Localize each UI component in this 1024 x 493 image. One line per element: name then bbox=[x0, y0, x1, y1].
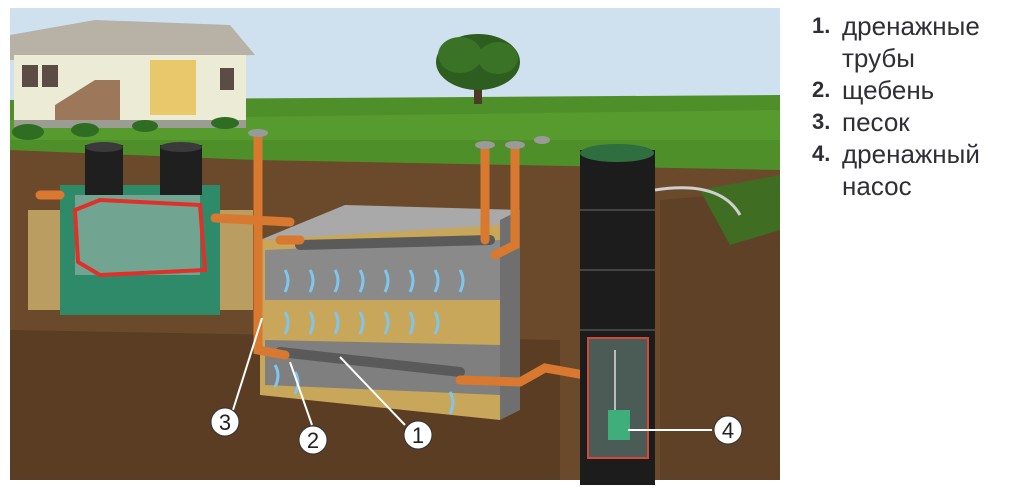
drainage-pump bbox=[608, 410, 630, 440]
callout-3: 3 bbox=[210, 407, 240, 437]
svg-text:4: 4 bbox=[722, 418, 734, 443]
legend-label: дренажный насос bbox=[842, 139, 980, 201]
svg-text:1: 1 bbox=[412, 423, 424, 448]
connecting-pipes bbox=[35, 133, 595, 387]
septic-tank bbox=[28, 142, 253, 315]
water-flow bbox=[273, 269, 465, 415]
gravel-layer-upper bbox=[265, 240, 500, 300]
svg-text:2: 2 bbox=[307, 428, 319, 453]
legend-label: песок bbox=[842, 107, 910, 137]
house bbox=[10, 20, 255, 128]
tree bbox=[436, 34, 520, 104]
callout-2: 2 bbox=[298, 425, 328, 455]
legend-label: дренажные трубы bbox=[842, 11, 980, 73]
legend-number: 2. bbox=[812, 77, 831, 102]
callout-lines bbox=[232, 317, 712, 431]
legend-number: 1. bbox=[812, 13, 831, 38]
legend-number: 4. bbox=[812, 141, 831, 166]
legend-label: щебень bbox=[842, 75, 935, 105]
legend-item: 1. дренажные трубы bbox=[812, 10, 1022, 74]
legend-item: 4. дренажный насос bbox=[812, 138, 1022, 202]
svg-text:3: 3 bbox=[219, 410, 231, 435]
sand-layer bbox=[265, 300, 500, 345]
legend-item: 3. песок bbox=[812, 106, 1022, 138]
callout-1: 1 bbox=[403, 420, 433, 450]
drainage-scene: 3 2 1 4 bbox=[10, 8, 780, 485]
callout-4: 4 bbox=[713, 415, 743, 445]
legend: 1. дренажные трубы 2. щебень 3. песок 4.… bbox=[812, 10, 1022, 202]
drainage-pipes bbox=[275, 235, 495, 377]
legend-number: 3. bbox=[812, 109, 831, 134]
legend-item: 2. щебень bbox=[812, 74, 1022, 106]
